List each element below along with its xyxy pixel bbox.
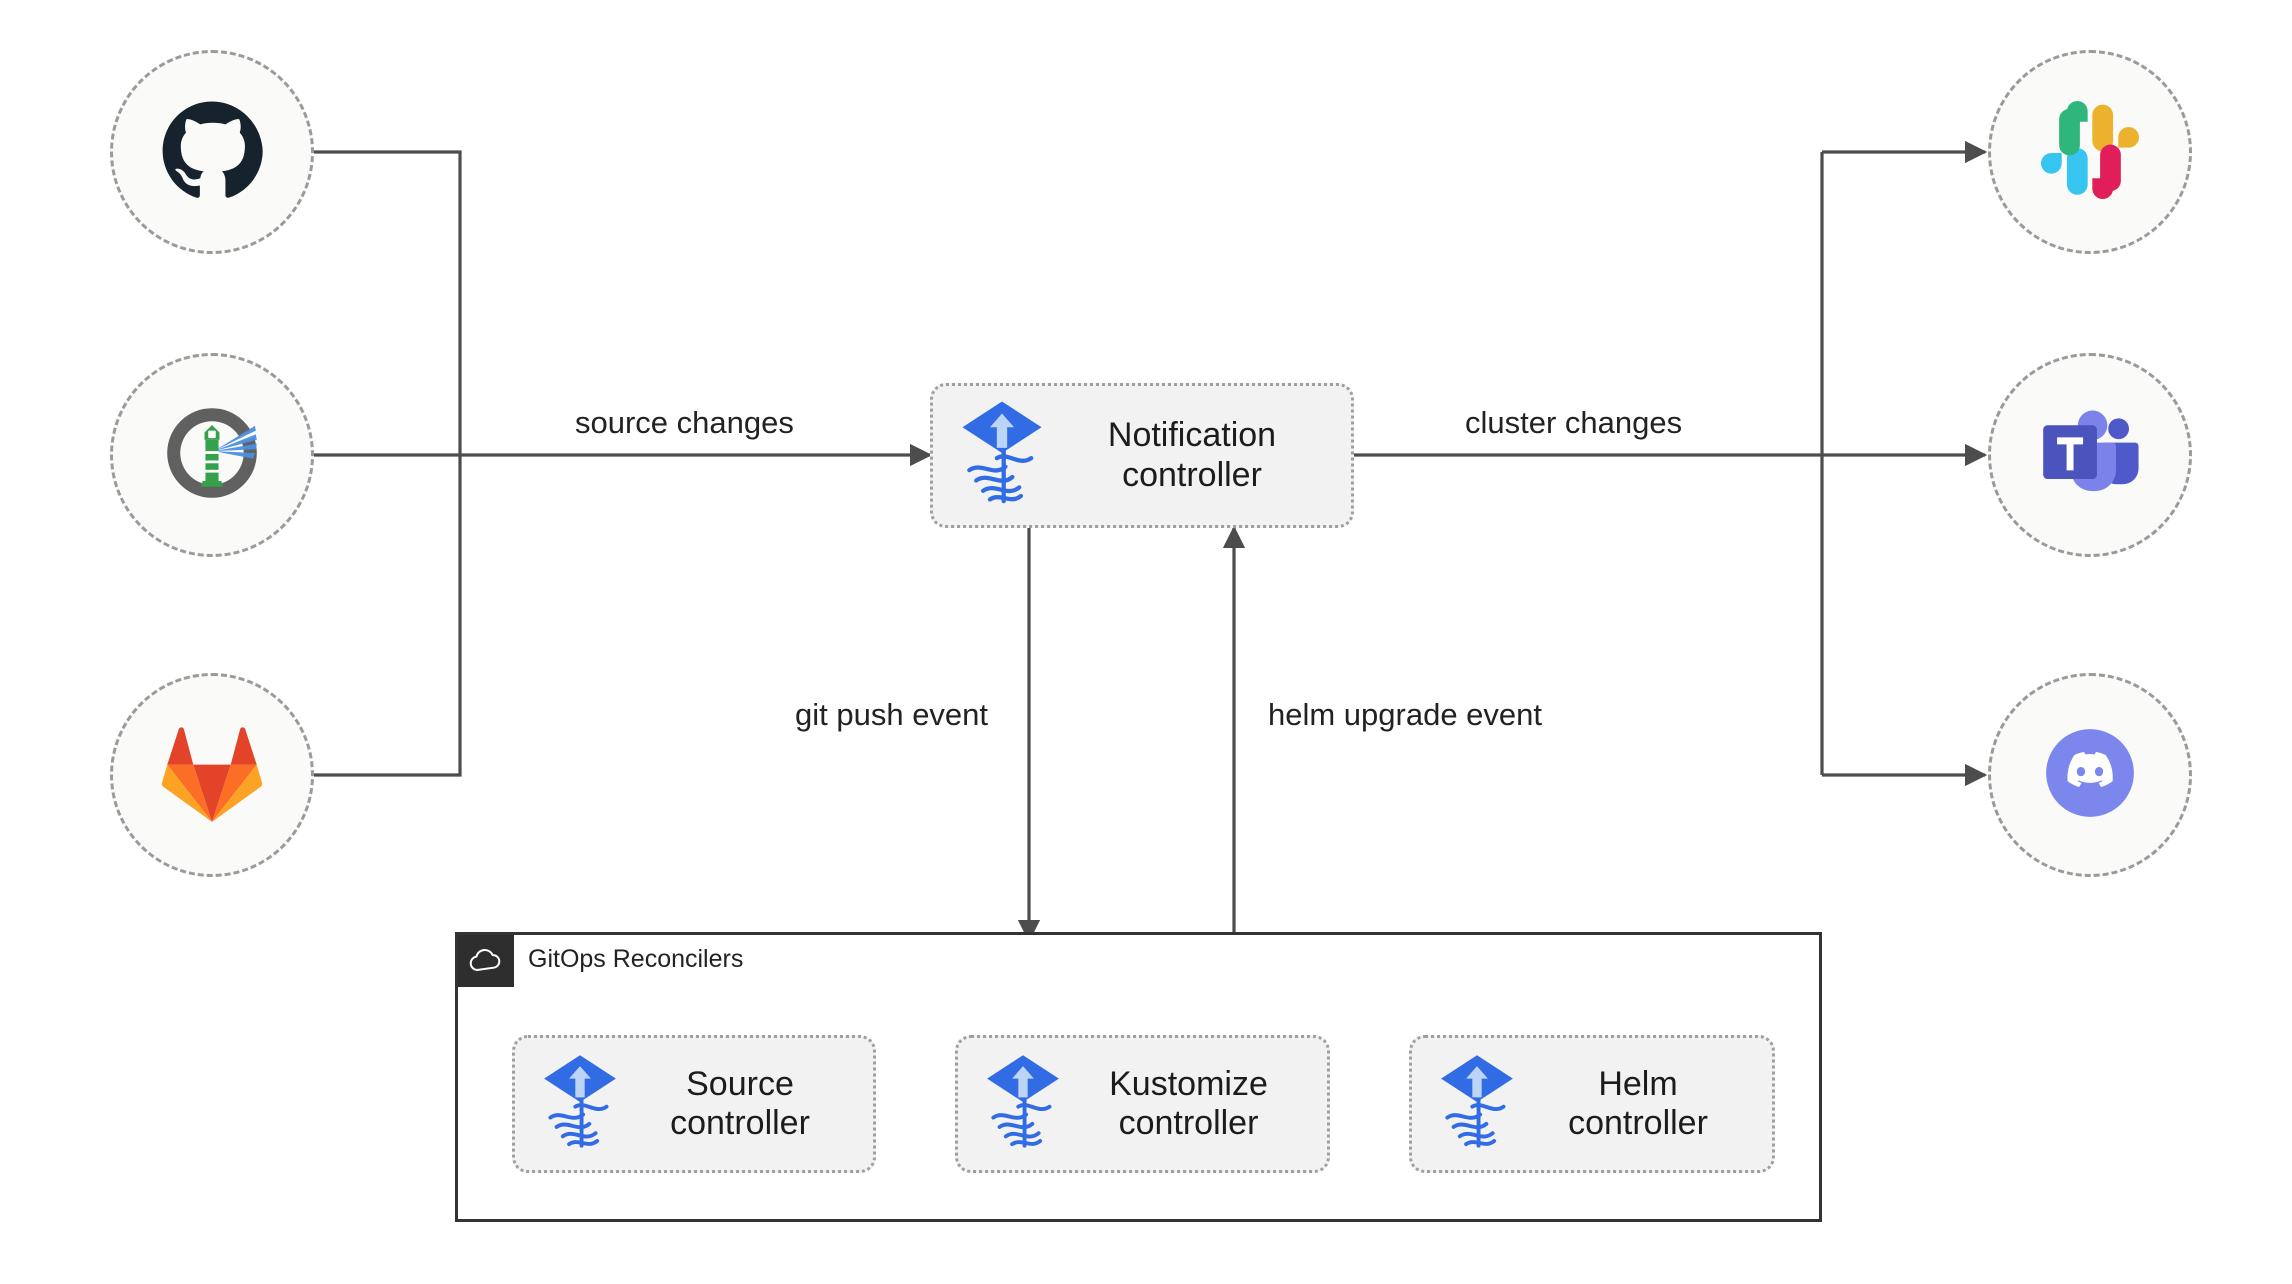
flux-logo-icon bbox=[541, 1052, 619, 1157]
source-node-github[interactable] bbox=[110, 50, 314, 254]
notification-controller-label: Notification controller bbox=[1107, 416, 1277, 494]
flux-logo-icon bbox=[1438, 1052, 1516, 1157]
source-controller-label: Source controller bbox=[670, 1064, 810, 1142]
gitlab-icon bbox=[160, 721, 264, 830]
flux-logo-icon bbox=[959, 398, 1045, 513]
cloud-icon bbox=[458, 935, 514, 987]
target-node-microsoft-teams[interactable] bbox=[1988, 353, 2192, 557]
target-node-discord[interactable] bbox=[1988, 673, 2192, 877]
edge-label-source-changes: source changes bbox=[575, 405, 794, 440]
gitops-reconcilers-title: GitOps Reconcilers bbox=[528, 945, 744, 973]
source-controller-box[interactable]: Source controller bbox=[512, 1035, 876, 1173]
kustomize-controller-label: Kustomize controller bbox=[1109, 1064, 1268, 1142]
edge-label-helm-upgrade-event: helm upgrade event bbox=[1268, 697, 1543, 732]
discord-icon bbox=[2034, 717, 2146, 834]
source-node-flux-lighthouse[interactable] bbox=[110, 353, 314, 557]
helm-controller-box[interactable]: Helm controller bbox=[1409, 1035, 1775, 1173]
notification-controller-box[interactable]: Notification controller bbox=[930, 383, 1354, 528]
slack-icon bbox=[2041, 100, 2139, 204]
helm-controller-label: Helm controller bbox=[1568, 1064, 1708, 1142]
kustomize-controller-box[interactable]: Kustomize controller bbox=[955, 1035, 1330, 1173]
lighthouse-icon bbox=[156, 397, 268, 514]
edge-label-git-push-event: git push event bbox=[795, 697, 989, 732]
source-node-gitlab[interactable] bbox=[110, 673, 314, 877]
microsoft-teams-icon bbox=[2038, 401, 2142, 510]
github-icon bbox=[160, 98, 264, 207]
target-node-slack[interactable] bbox=[1988, 50, 2192, 254]
flux-logo-icon bbox=[984, 1052, 1062, 1157]
edge-label-cluster-changes: cluster changes bbox=[1465, 405, 1683, 440]
